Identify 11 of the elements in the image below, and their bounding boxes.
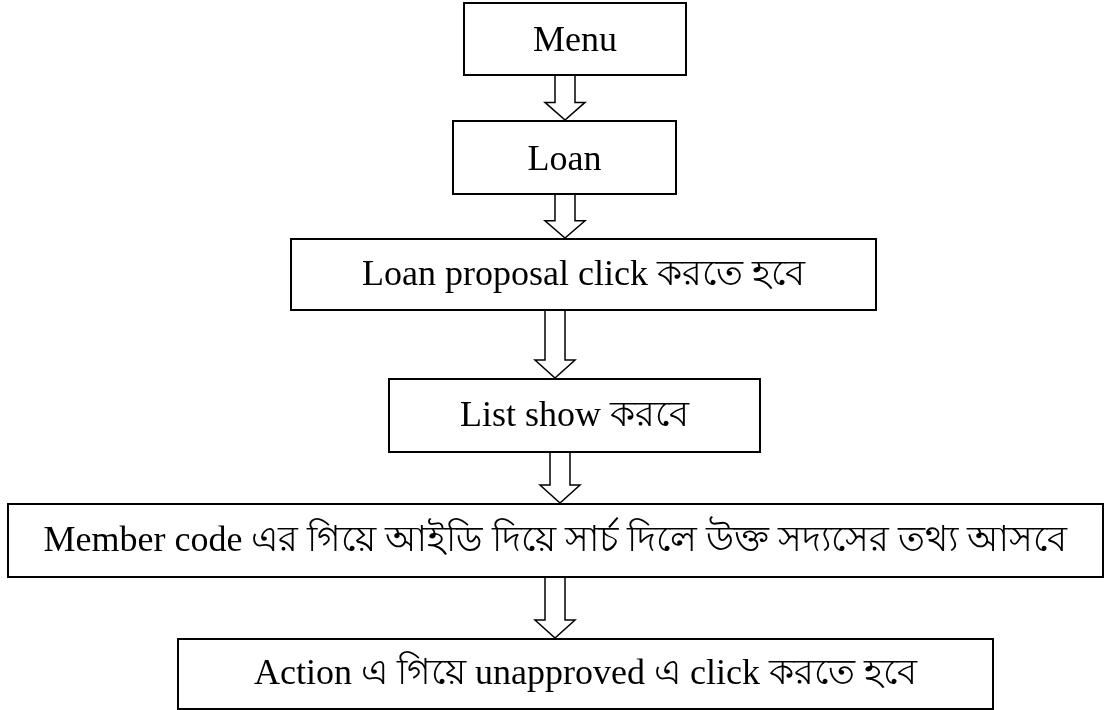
block-arrow — [542, 194, 588, 239]
process-box: Member code এর গিয়ে আইডি দিয়ে সার্চ দিলে উক্ত সদ্যসের তথ্য আসবে — [7, 503, 1104, 578]
block-arrow — [543, 75, 587, 121]
process-box: Loan — [452, 120, 677, 195]
process-box: List show করবে — [388, 378, 761, 453]
block-arrow — [533, 577, 577, 639]
block-arrow — [538, 452, 582, 504]
process-box: Action এ গিয়ে unapproved এ click করতে হবে — [177, 638, 994, 710]
block-arrow — [533, 310, 577, 379]
process-box: Loan proposal click করতে হবে — [290, 238, 877, 311]
process-box: Menu — [463, 2, 687, 76]
